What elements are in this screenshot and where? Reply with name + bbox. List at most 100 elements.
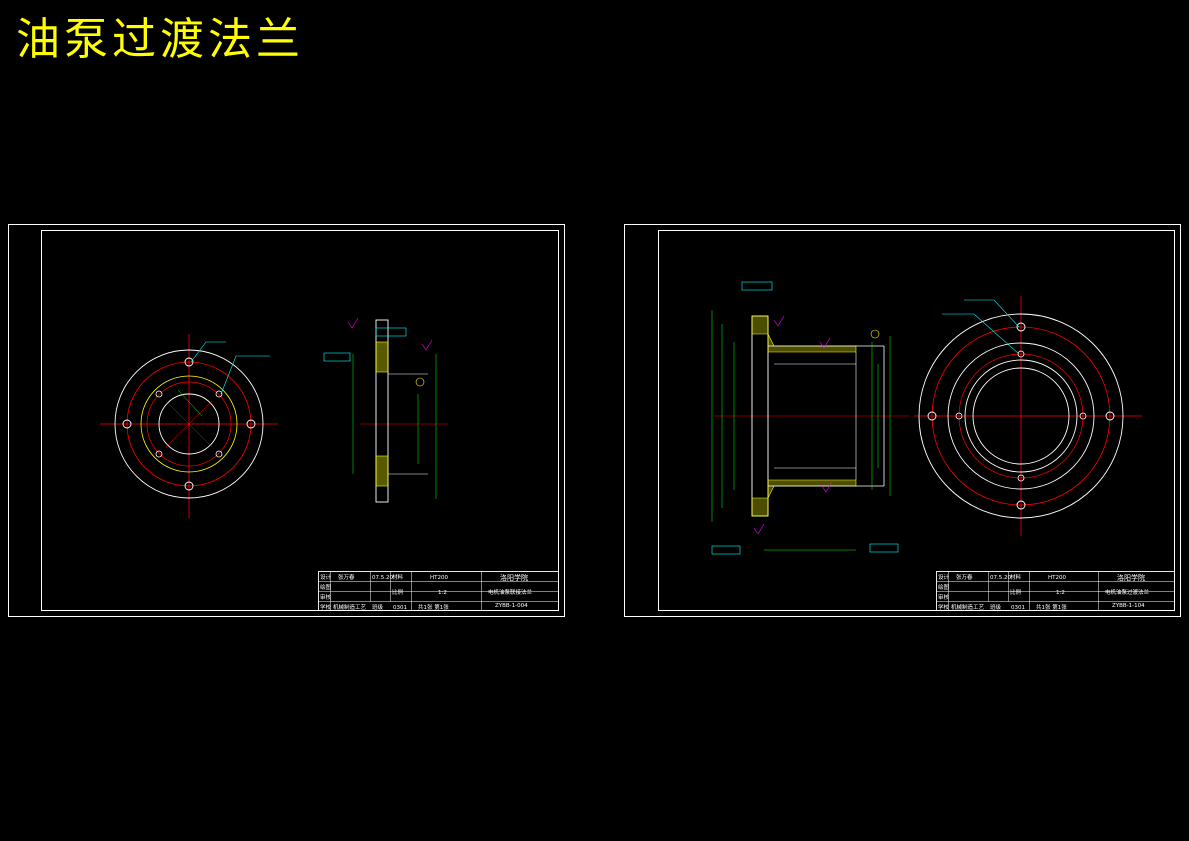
bolt-circle — [931, 326, 1111, 506]
drawing-sheet-left: 设计 张万春 07.5.20 绘图 审核 学校 机械制造工艺 班级 0301 材… — [8, 224, 565, 617]
small-hole-bottom — [1017, 474, 1025, 482]
bore-circle — [158, 393, 220, 455]
bolt-hole-left — [122, 419, 132, 429]
page-title: 油泵过渡法兰 — [16, 14, 304, 65]
hatch-flange-bottom — [751, 497, 769, 517]
datum-symbol — [870, 329, 880, 339]
flange-outline — [375, 319, 389, 503]
front-view — [100, 334, 278, 518]
tb-material: HT200 — [1048, 575, 1066, 581]
drawing-sheet-right: 设计 张万春 07.5.20 绘图 审核 学校 机械制造工艺 班级 0301 材… — [624, 224, 1181, 617]
tb-school-label: 学校 — [320, 603, 332, 611]
small-hole-top — [1017, 350, 1025, 358]
tb-material-label: 材料 — [392, 573, 404, 581]
roughness-symbol-2 — [421, 339, 433, 351]
tolerance-frame-1 — [375, 327, 407, 337]
tb-drawing-number: ZYBB-1-104 — [1112, 603, 1145, 609]
tb-scale: 1:2 — [1056, 590, 1065, 596]
small-hole-right — [1079, 412, 1087, 420]
bolt-hole-right — [246, 419, 256, 429]
title-block: 设计 张万春 07.5.20 绘图 审核 学校 机械制造工艺 班级 0301 材… — [936, 571, 1175, 611]
tb-material: HT200 — [430, 575, 448, 581]
inner-bolt-circle — [958, 353, 1084, 479]
leader-line-1 — [190, 341, 226, 363]
section-view — [323, 317, 448, 503]
roughness-symbol-1 — [347, 317, 359, 329]
tb-scale: 1:2 — [438, 590, 447, 596]
tb-designer-name: 张万春 — [956, 573, 973, 581]
roughness-symbol-3 — [821, 481, 833, 493]
tolerance-frame-2 — [323, 352, 351, 362]
hatch-hub-bottom — [767, 479, 857, 499]
outer-border — [624, 224, 1181, 617]
leader-line-2 — [220, 355, 270, 395]
outer-circle — [114, 349, 264, 499]
tb-program-text: 机械制造工艺 — [951, 603, 985, 611]
hatch-hub-top — [767, 333, 857, 353]
tb-organization: 洛阳学院 — [500, 573, 528, 582]
tb-sheet-info: 共1张 第1张 — [418, 603, 449, 611]
outer-border — [8, 224, 565, 617]
inner-circle-yellow — [140, 375, 238, 473]
title-block-frame — [318, 571, 559, 611]
tolerance-frame-3 — [869, 543, 899, 553]
bolt-hole-top — [1016, 322, 1026, 332]
inner-border — [41, 230, 559, 611]
drawing-sheet-left-svg: 设计 张万春 07.5.20 绘图 审核 学校 机械制造工艺 班级 0301 材… — [8, 224, 565, 617]
tb-material-label: 材料 — [1010, 573, 1022, 581]
tb-checker-label: 审核 — [320, 593, 332, 601]
small-hole-1 — [155, 390, 163, 398]
title-block-frame — [936, 571, 1175, 611]
bolt-hole-bottom — [1016, 500, 1026, 510]
small-hole-4 — [215, 450, 223, 458]
small-hole-left — [955, 412, 963, 420]
angle-dim-line — [177, 389, 203, 417]
hatch-bottom — [375, 455, 389, 487]
tb-sheet-info: 共1张 第1张 — [1036, 603, 1067, 611]
tb-code: 0301 — [393, 605, 407, 611]
tb-part-name: 电机油泵联接法兰 — [488, 588, 533, 596]
tb-class-label: 班级 — [372, 603, 384, 611]
hatch-flange-top — [751, 315, 769, 335]
bolt-hole-top — [184, 357, 194, 367]
small-hole-3 — [155, 450, 163, 458]
roughness-symbol-4 — [753, 523, 765, 535]
small-hole-2 — [215, 390, 223, 398]
tb-code: 0301 — [1011, 605, 1025, 611]
bolt-hole-left — [927, 411, 937, 421]
tolerance-frame-1 — [741, 281, 773, 291]
tb-scale-label: 比例 — [1010, 588, 1022, 596]
tb-organization: 洛阳学院 — [1117, 573, 1145, 582]
tb-drafter-label: 绘图 — [938, 583, 950, 591]
inner-border — [658, 230, 1175, 611]
roughness-symbol-2 — [819, 337, 831, 349]
tb-designer-label: 设计 — [320, 573, 332, 581]
inner-bolt-circle — [146, 381, 232, 467]
bolt-hole-bottom — [184, 481, 194, 491]
tb-designer-name: 张万春 — [338, 573, 355, 581]
tb-class-label: 班级 — [990, 603, 1002, 611]
tb-date: 07.5.20 — [372, 575, 393, 581]
leader-line-1 — [964, 299, 1020, 328]
hub-circle — [947, 342, 1095, 490]
tb-school-label: 学校 — [938, 603, 950, 611]
tb-checker-label: 审核 — [938, 593, 950, 601]
tb-part-name: 电机油泵过渡法兰 — [1105, 588, 1150, 596]
hatch-top — [375, 341, 389, 373]
tb-program-text: 机械制造工艺 — [333, 603, 367, 611]
tb-scale-label: 比例 — [392, 588, 404, 596]
roughness-symbol-1 — [773, 315, 785, 327]
tb-drawing-number: ZYBB-1-004 — [495, 603, 528, 609]
leader-line-2 — [942, 313, 1020, 355]
datum-symbol — [415, 377, 425, 387]
tb-date: 07.5.20 — [990, 575, 1011, 581]
tolerance-frame-2 — [711, 545, 741, 555]
bore-outer-circle — [964, 359, 1078, 473]
title-block: 设计 张万春 07.5.20 绘图 审核 学校 机械制造工艺 班级 0301 材… — [318, 571, 559, 611]
tb-designer-label: 设计 — [938, 573, 950, 581]
diagonal-centerline-b — [165, 400, 213, 448]
section-view — [711, 281, 909, 555]
outer-circle — [918, 313, 1124, 519]
bolt-circle — [126, 361, 252, 487]
tb-drafter-label: 绘图 — [320, 583, 332, 591]
